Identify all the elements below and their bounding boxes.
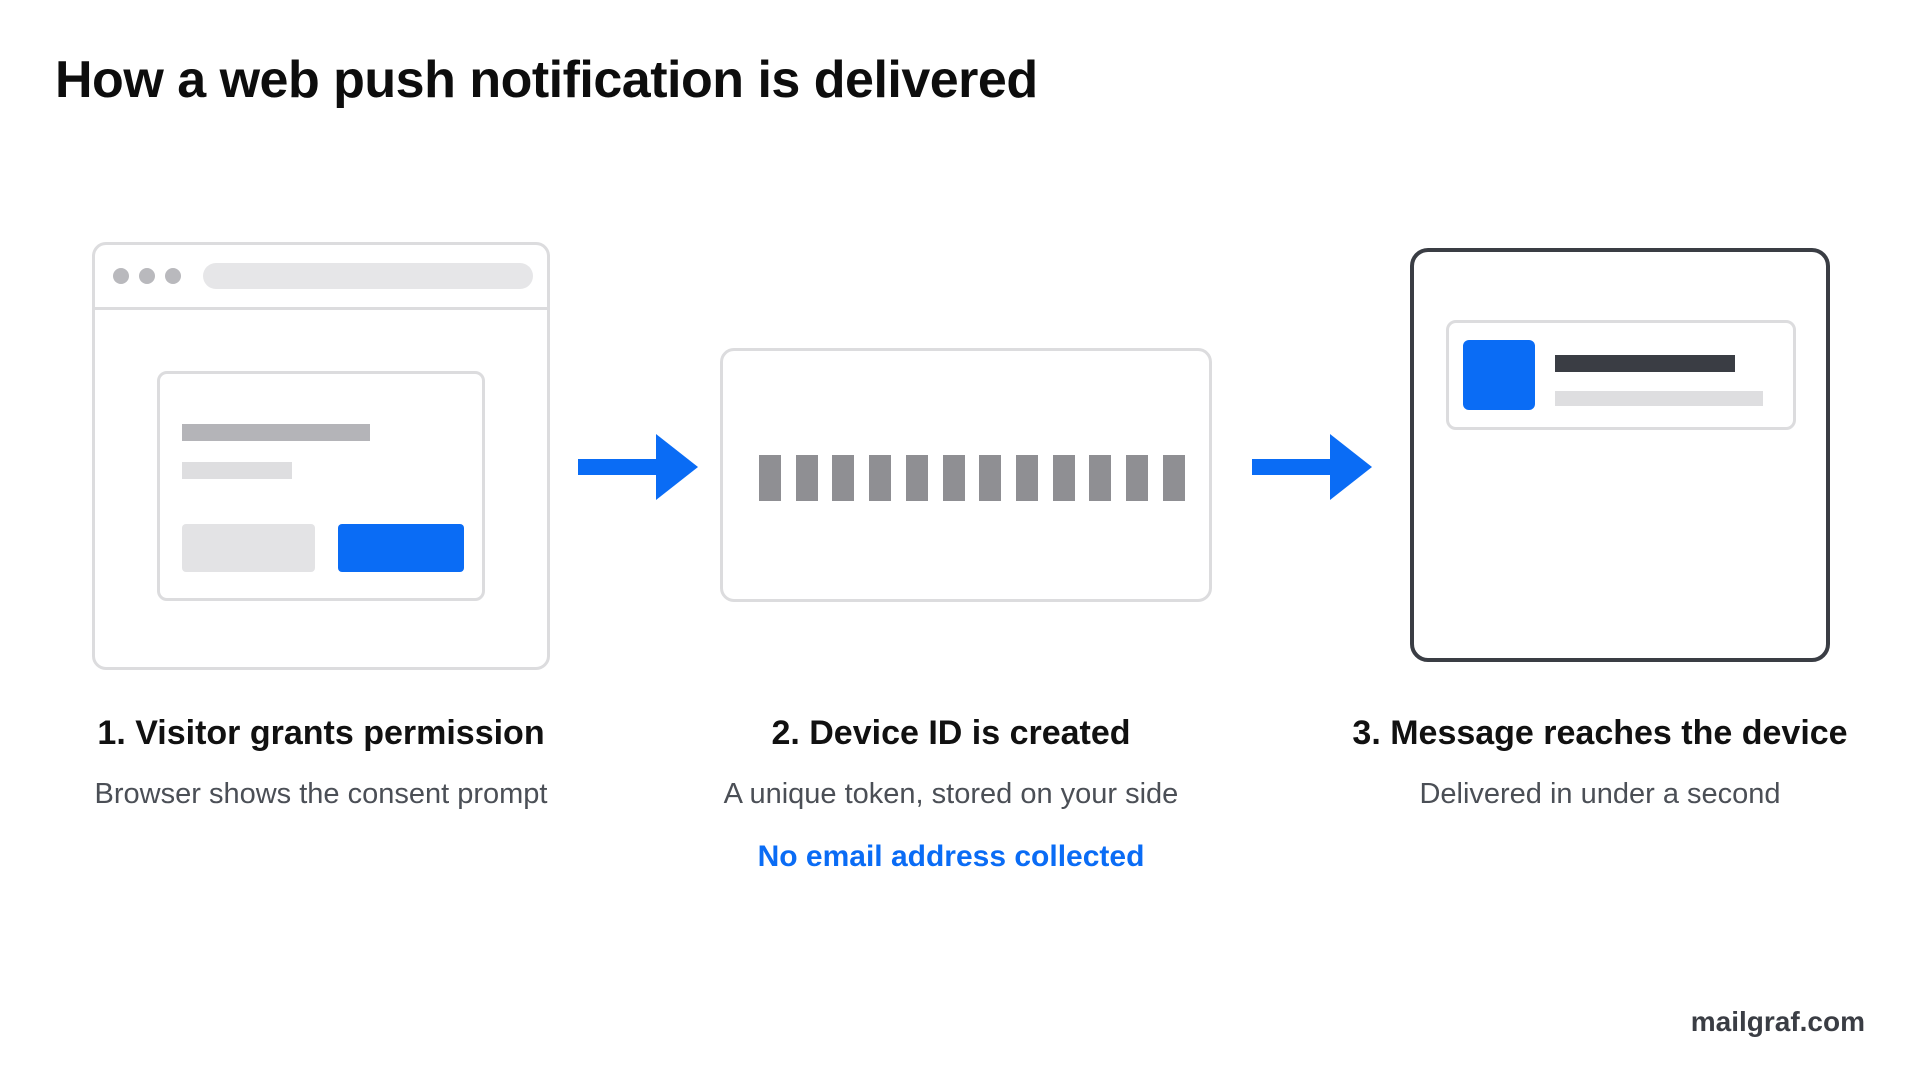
notification-title-placeholder [1555,355,1735,372]
window-dot [139,268,155,284]
notification-body-placeholder [1555,391,1763,406]
token-char [795,455,818,501]
window-dot [165,268,181,284]
token-char [1162,455,1185,501]
prompt-heading-placeholder [182,424,370,441]
consent-prompt [157,371,485,601]
token-char [905,455,928,501]
device-icon [1410,248,1830,662]
notification-app-icon [1463,340,1535,410]
step-1-title: 1. Visitor grants permission [97,714,545,752]
brand-footer: mailgraf.com [1690,1006,1865,1037]
window-dot [113,268,129,284]
token-char [1016,455,1039,501]
step-3-description: Delivered in under a second [1419,778,1781,810]
token-char [942,455,965,501]
browser-toolbar [95,245,547,310]
token-char [832,455,855,501]
address-bar [203,263,533,289]
token-char [869,455,892,501]
block-button-placeholder [182,524,315,572]
step-1-description: Browser shows the consent prompt [94,778,548,810]
prompt-text-placeholder [182,462,292,479]
step-2-description: A unique token, stored on your side [723,778,1179,810]
step-3-title: 3. Message reaches the device [1352,714,1848,752]
notification-icon [1446,320,1796,430]
token-char [1126,455,1149,501]
step-2-highlight: No email address collected [757,840,1145,873]
allow-button-placeholder [338,524,464,572]
token-characters [759,455,1185,501]
token-char [979,455,1002,501]
diagram-title: How a web push notification is delivered [55,51,1038,109]
token-char [1052,455,1075,501]
browser-window-icon [92,242,550,670]
arrow-right-icon [578,434,698,500]
token-char [1089,455,1112,501]
token-char [759,455,781,501]
token-icon [720,348,1212,602]
arrow-right-icon [1252,434,1372,500]
step-2-title: 2. Device ID is created [771,714,1131,752]
